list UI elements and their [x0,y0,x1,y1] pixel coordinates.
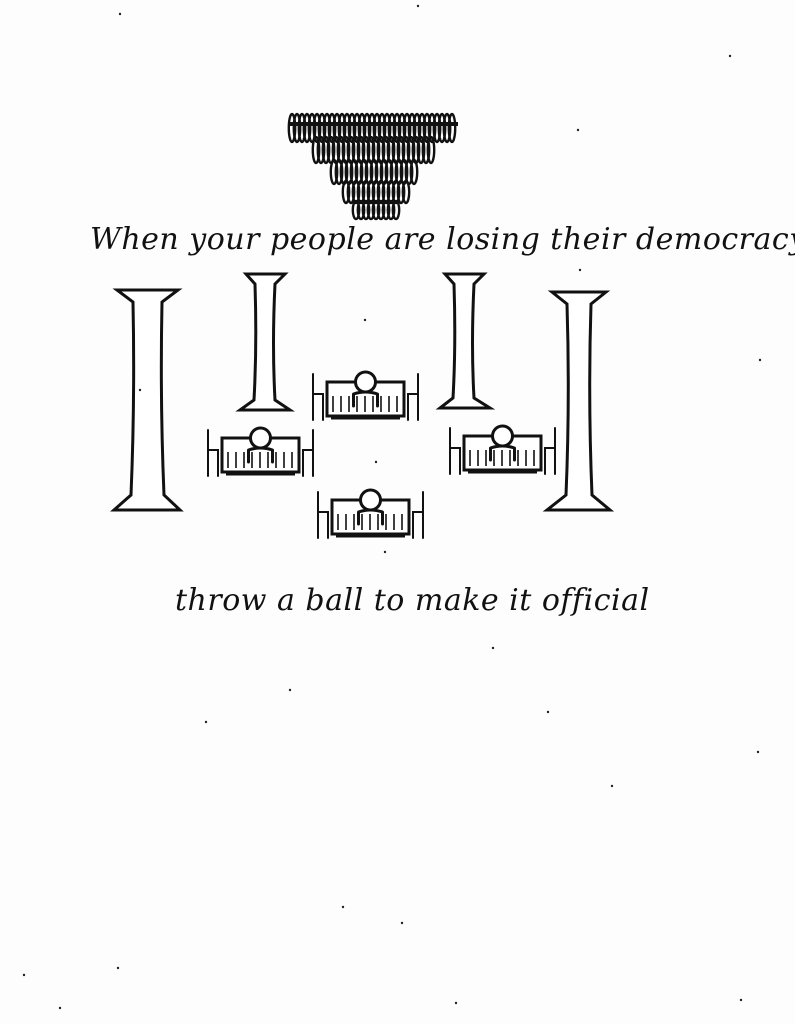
diner-icon [489,424,516,462]
caption-bottom: throw a ball to make it official [175,583,650,618]
dining-table-icon [207,426,314,477]
pillar-icon [435,272,496,410]
pillar-icon [110,288,184,512]
chair-icon [317,491,329,539]
diner-icon [352,370,379,408]
pillar-icon [235,272,295,412]
dining-table-icon [312,370,419,421]
chandelier-icon [287,112,458,221]
chair-icon [207,429,219,477]
caption-top: When your people are losing their democr… [90,222,795,257]
chair-icon [412,491,424,539]
chair-icon [449,427,461,475]
diner-icon [357,488,384,526]
chair-icon [302,429,314,477]
dining-table-icon [449,424,556,475]
chair-icon [312,373,324,421]
diner-icon [247,426,274,464]
pillar-icon [542,290,615,512]
chair-icon [544,427,556,475]
dining-table-icon [317,488,424,539]
chair-icon [407,373,419,421]
